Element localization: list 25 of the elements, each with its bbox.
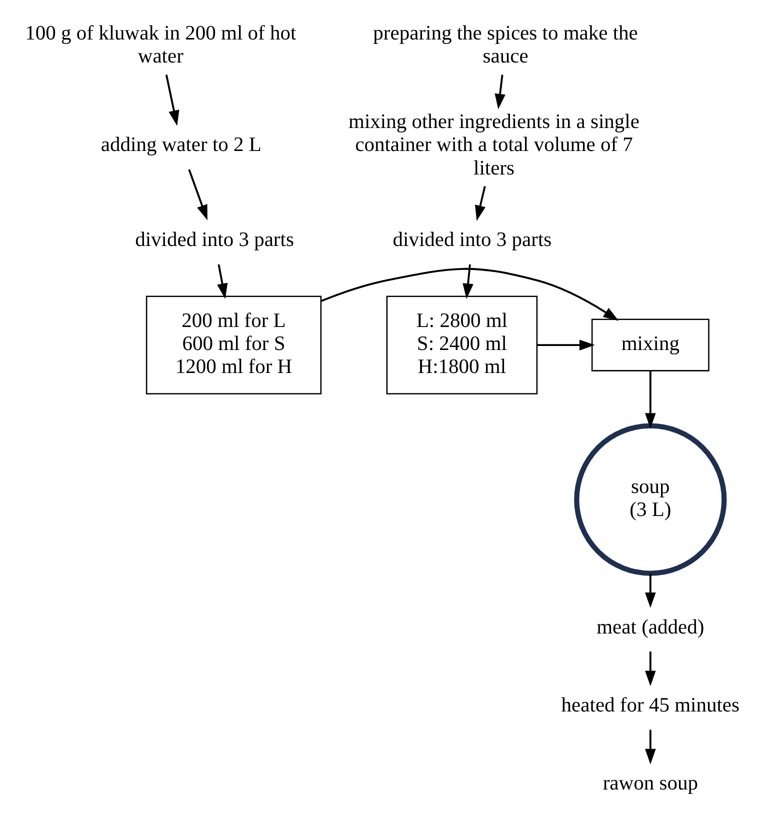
arrow	[645, 652, 656, 686]
arrow	[645, 574, 656, 608]
arrow	[537, 340, 595, 350]
node-text: preparing the spices to make the sauce	[373, 22, 638, 68]
arrow	[165, 74, 180, 126]
node-text: rawon soup	[602, 772, 698, 795]
node-text: adding water to 2 L	[100, 134, 262, 156]
node-box: L: 2800 ml S: 2400 ml H:1800 ml	[386, 296, 538, 394]
node-circle: soup (3 L)	[574, 423, 727, 576]
node-text: 100 g of kluwak in 200 ml of hot water	[25, 22, 296, 68]
arrow	[462, 264, 474, 299]
node-box: mixing	[591, 318, 710, 372]
arrow	[217, 264, 228, 299]
node-text: divided into 3 parts	[392, 229, 552, 252]
arrow	[475, 186, 486, 221]
arrow	[188, 169, 208, 220]
arrow	[645, 370, 656, 429]
node-text: mixing other ingredients in a single container with a total volume of 7 liters	[348, 111, 640, 180]
arrow	[645, 730, 656, 764]
node-text: meat (added)	[596, 616, 704, 638]
node-box: 200 ml for L 600 ml for S 1200 ml for H	[146, 296, 322, 394]
node-text: heated for 45 minutes	[561, 694, 740, 716]
arrow	[494, 74, 506, 110]
node-text: divided into 3 parts	[135, 229, 294, 252]
arrow	[320, 268, 619, 321]
